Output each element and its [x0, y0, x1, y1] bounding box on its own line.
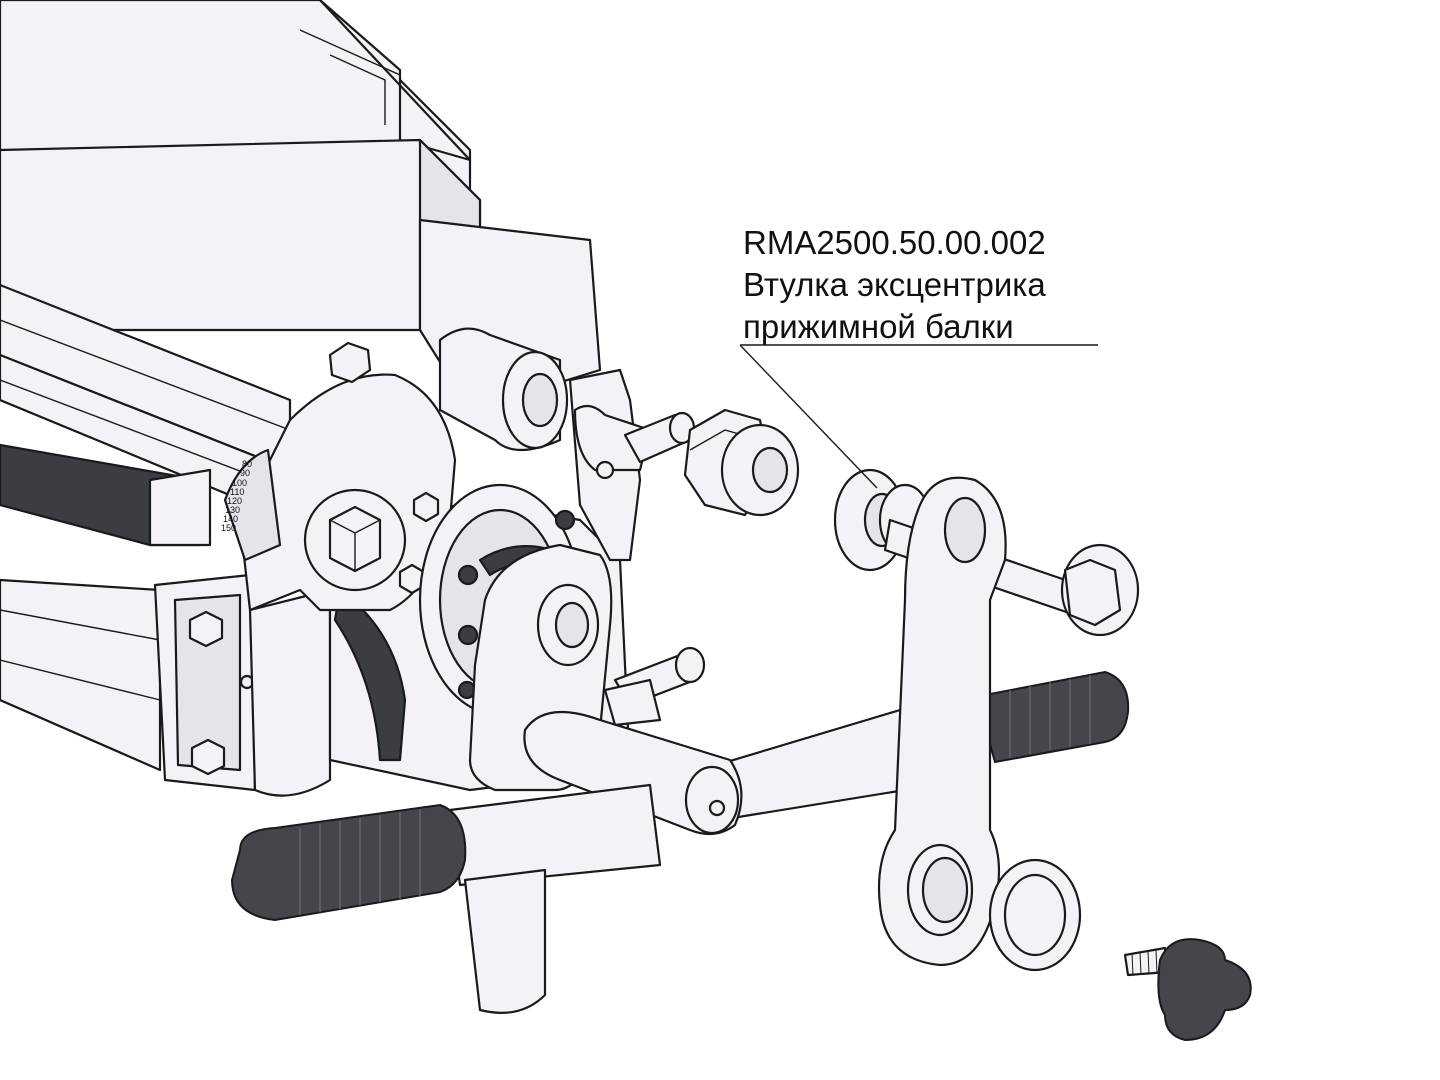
bracket-bolt-bottom [190, 738, 226, 776]
upper-bushing [328, 327, 569, 451]
part-number: RMA2500.50.00.002 [743, 224, 1046, 261]
grip-right [983, 670, 1130, 764]
part-name-line-1: Втулка эксцентрика [743, 266, 1046, 303]
stud-lower [603, 646, 706, 727]
part-callout-label: RMA2500.50.00.002 Втулка эксцентрика при… [743, 222, 1046, 348]
dial-small-nut-top [412, 491, 440, 523]
part-name-line-2: прижимной балки [743, 308, 1014, 345]
side-plate [568, 368, 706, 727]
upper-hex-nut [328, 341, 372, 384]
dial-tick-label: 80 [242, 459, 252, 469]
star-knob [1123, 938, 1252, 1042]
grip-left [230, 803, 467, 922]
link-arm [877, 476, 1007, 967]
dial-tick-label: 150 [221, 523, 236, 533]
dial-tick-label: 130 [225, 505, 240, 515]
dial-scale: 80 90 100 110 120 130 140 150 [221, 459, 252, 533]
dial-plate: 80 90 100 110 120 130 140 150 [221, 373, 457, 612]
flanged-washer-exploded [720, 423, 800, 517]
dial-tick-label: 90 [240, 468, 250, 478]
dial-tick-label: 100 [232, 478, 247, 488]
lower-washer-exploded [988, 858, 1082, 972]
callout-leader [739, 344, 1098, 489]
handle-crossbar [448, 708, 907, 1014]
dial-tick-label: 140 [223, 514, 238, 524]
dial-hex-bolt [303, 488, 407, 592]
dial-tick-label: 110 [230, 487, 244, 497]
bracket-bolt-top [188, 610, 224, 648]
dial-tick-label: 120 [227, 496, 242, 506]
stud-upper [623, 411, 696, 464]
